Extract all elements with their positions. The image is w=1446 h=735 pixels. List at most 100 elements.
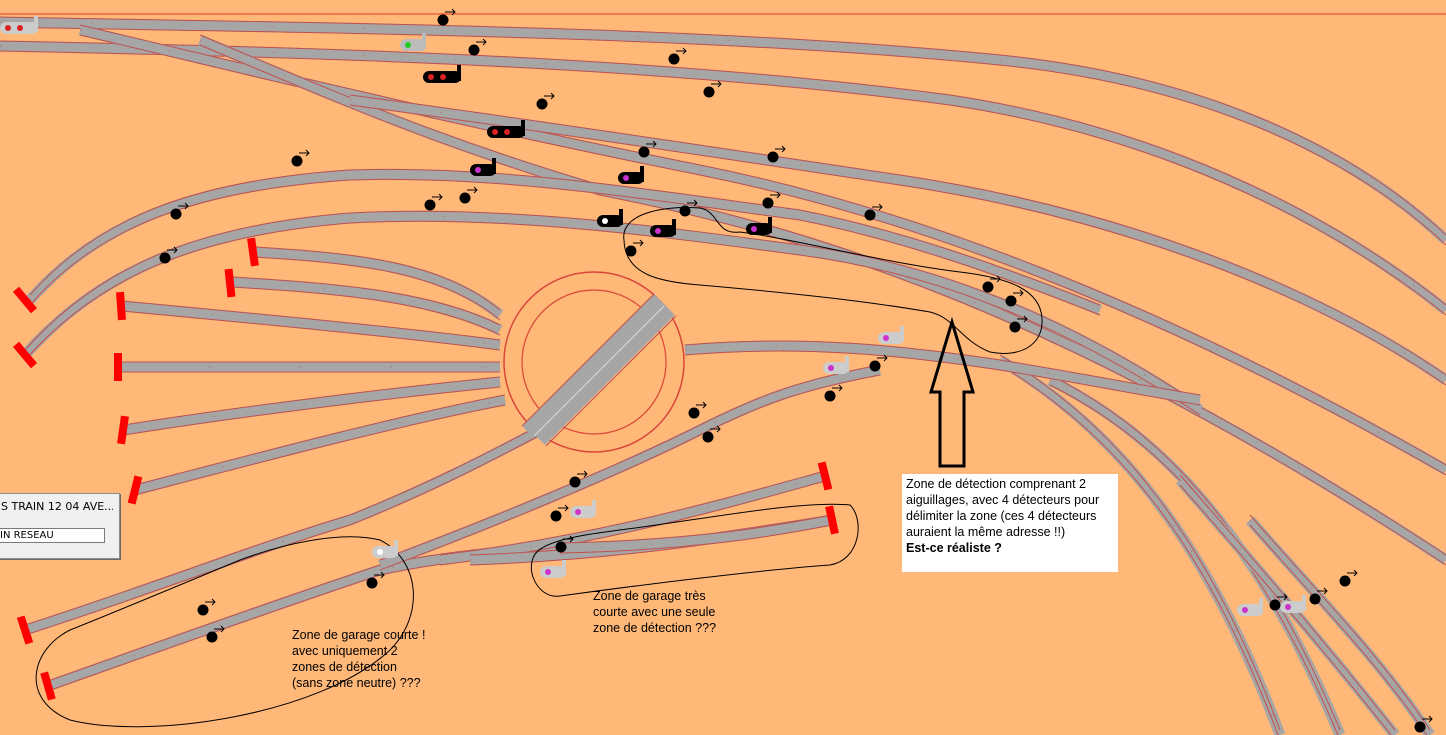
track-segment (349, 94, 1446, 385)
rail-edge (29, 168, 1101, 306)
buffer-stop-icon (224, 268, 236, 298)
buffer-stop-icon (16, 615, 34, 645)
buffer-group (12, 237, 839, 701)
detector-dot-icon[interactable] (437, 8, 456, 26)
signal-icon[interactable] (618, 166, 644, 184)
up-arrow-icon (928, 316, 976, 468)
detector-dot-icon[interactable] (1309, 587, 1328, 605)
detector-dot-icon[interactable] (1009, 315, 1028, 333)
detector-dot-icon[interactable] (767, 145, 786, 163)
signal-icon[interactable] (823, 356, 849, 374)
rail-edge (123, 386, 501, 436)
signal-icon[interactable] (878, 326, 904, 344)
track-segment (997, 355, 1286, 735)
detector-dot-icon[interactable] (688, 401, 707, 419)
app-window[interactable]: S TRAIN 12 04 AVE... IN RESEAU (0, 493, 120, 559)
rail-edge (231, 276, 501, 326)
track-segment (133, 394, 507, 496)
signal-icon[interactable] (597, 209, 623, 227)
detector-dot-icon[interactable] (197, 598, 216, 616)
signal-icon[interactable] (372, 540, 398, 558)
rail-edge (0, 16, 1446, 236)
rail-edge (24, 424, 561, 636)
rail-edge (134, 394, 506, 486)
turntable[interactable] (503, 271, 685, 453)
track-segment (254, 246, 504, 320)
detector-dot-icon[interactable] (869, 354, 888, 372)
detector-dot-icon[interactable] (703, 80, 722, 98)
detector-dot-icon[interactable] (864, 203, 883, 221)
signal-icon[interactable] (540, 560, 566, 578)
signal-icon[interactable] (1237, 598, 1263, 616)
track-segment (0, 40, 1446, 315)
detector-dot-icon[interactable] (1269, 593, 1288, 611)
rail-edge (999, 354, 1281, 731)
detector-dot-icon[interactable] (1339, 569, 1358, 587)
signal-icon[interactable] (470, 158, 496, 176)
signal-icon[interactable] (487, 120, 525, 138)
detector-dot-icon[interactable] (625, 239, 644, 257)
detector-dot-icon[interactable] (824, 384, 843, 402)
signal-icon[interactable] (650, 219, 676, 237)
buffer-stop-icon (12, 341, 38, 369)
rail-edge (29, 178, 1101, 316)
rail-edge (684, 340, 1201, 396)
detector-dot-icon[interactable] (459, 186, 478, 204)
track-segment (0, 16, 1446, 245)
track-segment (123, 376, 501, 436)
detector-dot-icon[interactable] (170, 202, 189, 220)
detector-dot-icon[interactable] (536, 92, 555, 110)
track-segment (25, 168, 1103, 316)
signal-icon[interactable] (423, 65, 461, 83)
annotation-line: zones de détection (292, 660, 397, 674)
track-segment (378, 364, 882, 571)
rail-edge (121, 300, 501, 341)
track-segment (231, 276, 503, 335)
signal-icon[interactable] (570, 500, 596, 518)
detector-dot-icon[interactable] (550, 504, 569, 522)
detector-dot-icon[interactable] (569, 470, 588, 488)
signal-icon[interactable] (746, 217, 772, 235)
annotation-line: avec uniquement 2 (292, 644, 398, 658)
rail-edge (231, 286, 501, 336)
signal-group (0, 16, 1306, 616)
detection-zone-outline (623, 207, 1043, 354)
detector-dot-icon[interactable] (206, 625, 225, 643)
detector-group (159, 8, 1433, 733)
buffer-stop-icon (117, 415, 129, 445)
detector-dot-icon[interactable] (366, 571, 385, 589)
detector-dot-icon[interactable] (762, 191, 781, 209)
detector-dot-icon[interactable] (679, 199, 698, 217)
detector-dot-icon[interactable] (555, 535, 574, 553)
window-title: S TRAIN 12 04 AVE... (1, 500, 113, 513)
rail-edge (254, 246, 501, 311)
rail-edge (0, 40, 1446, 306)
mode-field[interactable]: IN RESEAU (0, 528, 105, 543)
detector-dot-icon[interactable] (1005, 289, 1024, 307)
rail-edge (254, 256, 501, 321)
detector-dot-icon[interactable] (468, 38, 487, 56)
rail-edge (439, 470, 826, 556)
rail-edge (684, 350, 1201, 406)
detector-dot-icon[interactable] (424, 193, 443, 211)
rail-edge (134, 404, 506, 496)
buffer-stop-icon (114, 353, 122, 381)
detector-dot-icon[interactable] (702, 425, 721, 443)
detector-dot-icon[interactable] (291, 149, 310, 167)
annotation-line: Zone de garage courte ! (292, 628, 426, 642)
detector-dot-icon[interactable] (1414, 715, 1433, 733)
rail-edge (123, 376, 501, 426)
annotation-detection-zone: Zone de détection comprenant 2 aiguillag… (902, 474, 1118, 572)
signal-icon[interactable] (1280, 595, 1306, 613)
detector-dot-icon[interactable] (159, 246, 178, 264)
rail-edge (24, 414, 561, 626)
detector-dot-icon[interactable] (982, 275, 1001, 293)
annotation-garage-very-short: Zone de garage très courte avec une seul… (593, 588, 716, 636)
detector-dot-icon[interactable] (638, 140, 657, 158)
detector-dot-icon[interactable] (668, 47, 687, 65)
rail-edge (379, 374, 881, 571)
buffer-stop-icon (127, 475, 143, 505)
signal-icon[interactable] (400, 33, 426, 51)
rail-edge (0, 50, 1446, 316)
signal-icon[interactable] (0, 16, 38, 34)
